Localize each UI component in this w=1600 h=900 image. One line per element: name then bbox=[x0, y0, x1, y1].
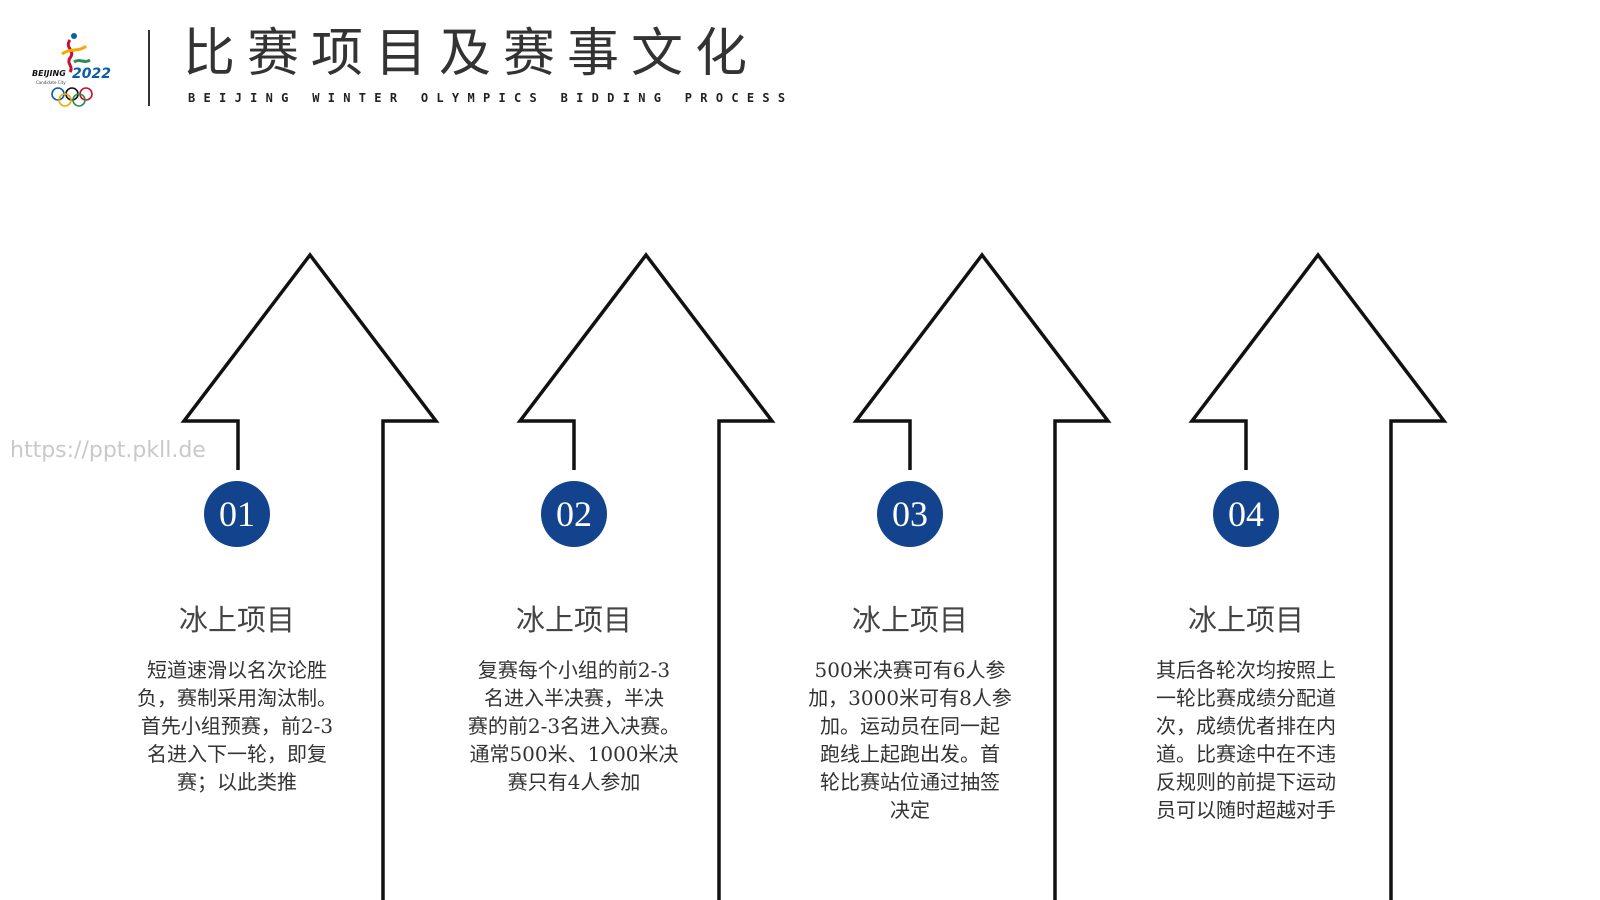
step-title: 冰上项目 bbox=[851, 603, 968, 637]
step-description-line: 决定 bbox=[890, 798, 930, 822]
step-description-line: 加，3000米可有8人参 bbox=[808, 686, 1012, 710]
step-title: 冰上项目 bbox=[1187, 603, 1304, 637]
header-divider bbox=[148, 30, 150, 106]
step-description-line: 复赛每个小组的前2-3 bbox=[477, 658, 671, 682]
watermark: https://ppt.pkll.de bbox=[10, 438, 206, 463]
step-number-badge: 04 bbox=[1213, 481, 1279, 547]
step-description-line: 赛；以此类推 bbox=[177, 770, 297, 794]
step-description: 短道速滑以名次论胜负，赛制采用淘汰制。首先小组预赛，前2-3 名进入下一轮，即复赛… bbox=[121, 656, 353, 796]
step-description-line: 通常500米、1000米决 bbox=[469, 742, 679, 766]
step-description-line: 员可以随时超越对手 bbox=[1156, 798, 1336, 822]
step-description-line: 跑线上起跑出发。首 bbox=[820, 742, 1000, 766]
step-description-line: 次，成绩优者排在内 bbox=[1156, 714, 1336, 738]
step-number-badge: 01 bbox=[204, 481, 270, 547]
step-title: 冰上项目 bbox=[178, 603, 295, 637]
beijing-2022-logo: BEIJING 2022 Candidate City bbox=[32, 33, 111, 107]
step-description-line: 500米决赛可有6人参 bbox=[814, 658, 1006, 682]
page-subtitle: BEIJING WINTER OLYMPICS BIDDING PROCESS bbox=[188, 91, 794, 105]
step-description: 500米决赛可有6人参加，3000米可有8人参加。运动员在同一起跑线上起跑出发。… bbox=[794, 656, 1026, 824]
step-title: 冰上项目 bbox=[515, 603, 632, 637]
step-description-line: 反规则的前提下运动 bbox=[1156, 770, 1336, 794]
step-description-line: 道。比赛途中在不违 bbox=[1156, 742, 1336, 766]
arrow-outline bbox=[852, 252, 1112, 900]
step-description-line: 轮比赛站位通过抽签 bbox=[820, 770, 1000, 794]
svg-text:2022: 2022 bbox=[72, 66, 111, 82]
step-description-line: 短道速滑以名次论胜 bbox=[147, 658, 327, 682]
step-description-line: 名进入半决赛，半决 bbox=[484, 686, 664, 710]
step-description-line: 名进入下一轮，即复 bbox=[147, 742, 327, 766]
step-description: 复赛每个小组的前2-3 名进入半决赛，半决赛的前2-3名进入决赛。通常500米、1… bbox=[458, 656, 690, 796]
step-description-line: 赛的前2-3名进入决赛。 bbox=[467, 714, 681, 738]
step-description: 其后各轮次均按照上一轮比赛成绩分配道次，成绩优者排在内道。比赛途中在不违反规则的… bbox=[1130, 656, 1362, 824]
svg-text:Candidate City: Candidate City bbox=[36, 80, 66, 85]
step-description-line: 一轮比赛成绩分配道 bbox=[1156, 686, 1336, 710]
step-description-line: 赛只有4人参加 bbox=[507, 770, 641, 794]
step-description-line: 加。运动员在同一起 bbox=[820, 714, 1000, 738]
svg-text:BEIJING: BEIJING bbox=[32, 69, 66, 78]
step-description-line: 首先小组预赛，前2-3 bbox=[140, 714, 334, 738]
step-number-badge: 02 bbox=[541, 481, 607, 547]
arrow-outline bbox=[516, 252, 776, 900]
step-description-line: 负，赛制采用淘汰制。 bbox=[137, 686, 337, 710]
arrow-outline bbox=[180, 252, 440, 900]
step-description-line: 其后各轮次均按照上 bbox=[1156, 658, 1336, 682]
arrow-outline bbox=[1188, 252, 1448, 900]
header: BEIJING 2022 Candidate City 比赛项目及赛事文化 BE… bbox=[0, 0, 1600, 120]
step-number-badge: 03 bbox=[877, 481, 943, 547]
page-title: 比赛项目及赛事文化 bbox=[183, 24, 760, 84]
